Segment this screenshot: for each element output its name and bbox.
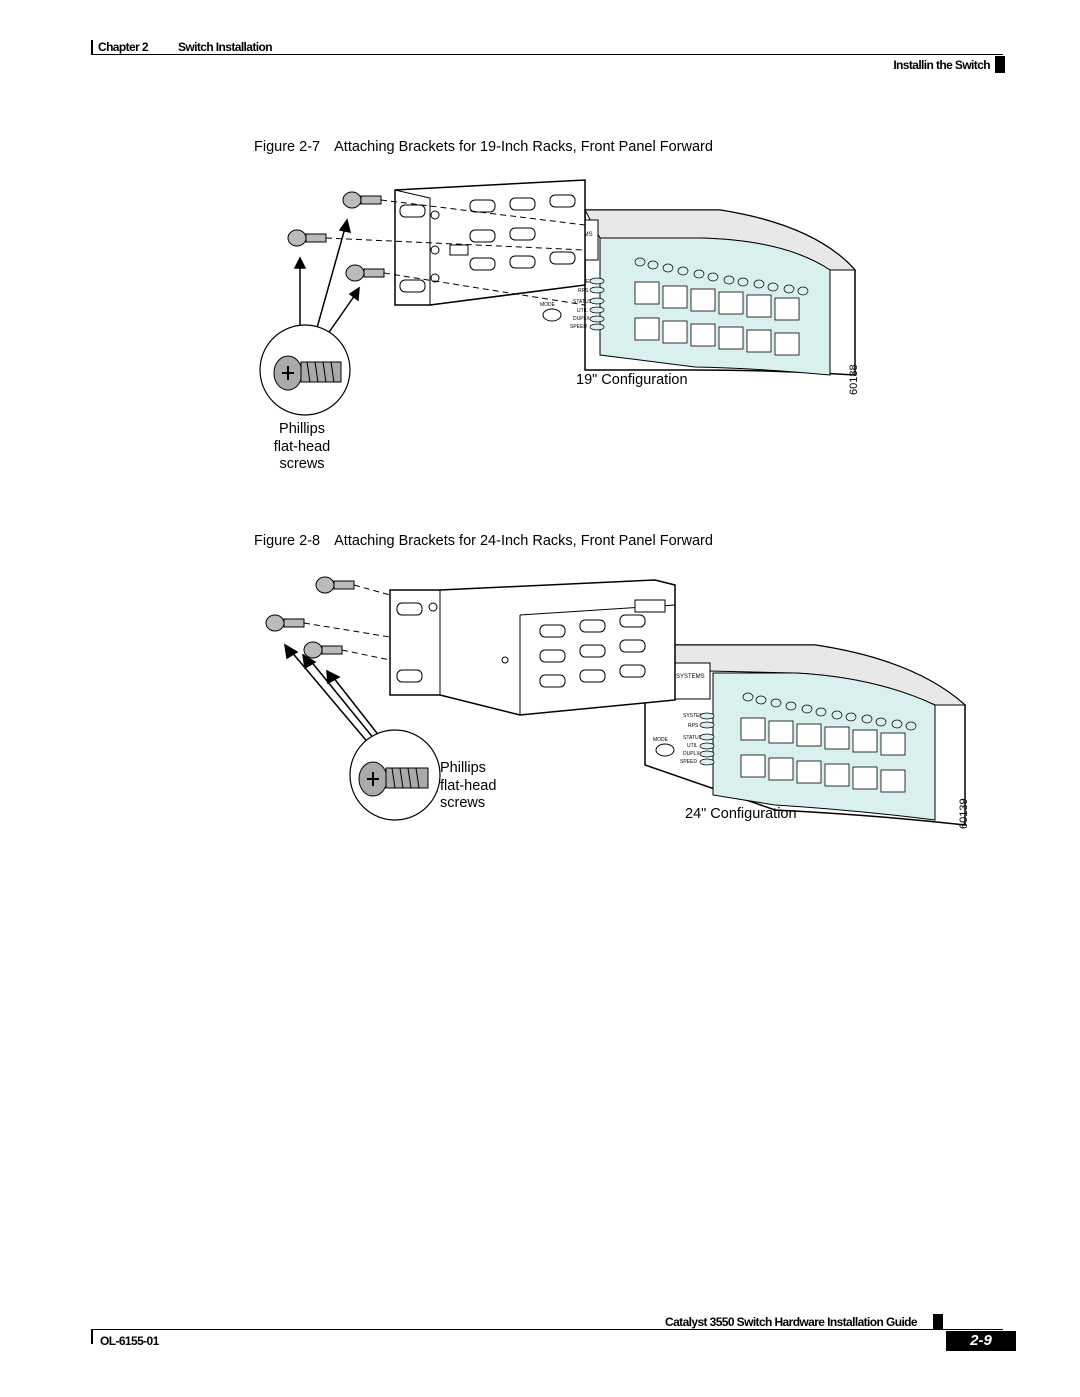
- header-rule: [91, 54, 1003, 55]
- rack-bracket: [389, 579, 676, 716]
- figure-7-illustration: CISCO SYSTEMS MODE SYSTEM RPS STATUS UTI…: [259, 179, 857, 416]
- figure-7-screws-label: Phillips flat-head screws: [262, 421, 342, 474]
- screws-label-line-1: Phillips: [440, 760, 486, 776]
- figure-7-art-id: 60138: [848, 364, 860, 395]
- figure-8-number: Figure 2-8: [254, 533, 321, 549]
- figure-8-configuration-label: 24" Configuration: [685, 806, 797, 822]
- figure-7-number: Figure 2-7: [254, 139, 321, 155]
- screws-group: [287, 191, 385, 282]
- chapter-label: Chapter 2: [98, 40, 149, 54]
- screws-label-line-1: Phillips: [279, 421, 325, 437]
- header-tab-marker: [995, 56, 1005, 73]
- footer-rule: [91, 1329, 1003, 1330]
- svg-text:DUPLX: DUPLX: [683, 751, 700, 757]
- page-number: 2-9: [970, 1332, 992, 1349]
- svg-text:STATUS: STATUS: [573, 299, 593, 305]
- svg-text:RPS: RPS: [578, 288, 589, 294]
- figure-8-illustration: CISCO SYSTEMS MODE SYSTEM RPS STATUS UTI…: [265, 576, 967, 826]
- footer-rule-left: [91, 1330, 93, 1344]
- svg-text:CISCO SYSTEMS: CISCO SYSTEMS: [655, 674, 704, 680]
- figure-7-caption: Figure 2-7 Attaching Brackets for 19-Inc…: [254, 139, 713, 155]
- screws-label-line-3: screws: [440, 795, 486, 811]
- svg-text:DUPLX: DUPLX: [573, 316, 590, 322]
- screws-label-line-2: flat-head: [440, 777, 497, 794]
- page-number-tab: [946, 1331, 1016, 1351]
- footer-tab-marker: [933, 1314, 943, 1330]
- svg-text:STATUS: STATUS: [683, 735, 703, 741]
- svg-text:UTIL: UTIL: [687, 743, 698, 749]
- section-title: Installin the Switch: [893, 58, 990, 72]
- chapter-title: Switch Installation: [178, 40, 273, 54]
- svg-text:MODE: MODE: [540, 302, 556, 308]
- svg-text:UTIL: UTIL: [577, 308, 588, 314]
- svg-text:SYSTEM: SYSTEM: [683, 713, 704, 719]
- figure-7-caption-text: Attaching Brackets for 19-Inch Racks, Fr…: [334, 139, 713, 155]
- svg-text:SPEED: SPEED: [680, 759, 697, 765]
- svg-text:MODE: MODE: [653, 737, 669, 743]
- switch-front-panel: [712, 672, 936, 821]
- figure-8-caption: Figure 2-8 Attaching Brackets for 24-Inc…: [254, 533, 713, 549]
- svg-text:RPS: RPS: [688, 723, 699, 729]
- figure-7-configuration-label: 19" Configuration: [576, 372, 688, 388]
- mode-button: [655, 743, 675, 757]
- header-rule-left: [91, 40, 93, 54]
- screws-label-line-2: flat-head: [273, 438, 331, 455]
- screws-label-line-3: screws: [279, 456, 325, 472]
- screws-group: [265, 576, 355, 659]
- figure-8-caption-text: Attaching Brackets for 24-Inch Racks, Fr…: [334, 533, 713, 549]
- guide-title: Catalyst 3550 Switch Hardware Installati…: [665, 1315, 918, 1329]
- figure-8-art-id: 60139: [958, 798, 970, 829]
- svg-text:SPEED: SPEED: [570, 324, 587, 330]
- mode-button: [542, 308, 562, 322]
- doc-number: OL-6155-01: [100, 1334, 159, 1348]
- figure-8-screws-label: Phillips flat-head screws: [440, 760, 510, 813]
